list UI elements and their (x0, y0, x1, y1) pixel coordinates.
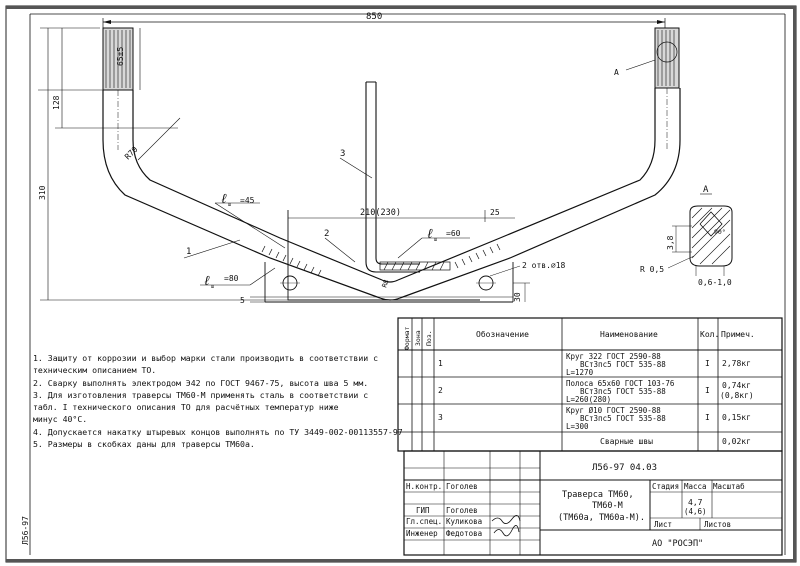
signature-glspec (491, 515, 521, 524)
name-engineer: Федотова (446, 529, 482, 538)
dim-5: 5 (240, 296, 245, 305)
row1-name-top: Круг 322 ГОСТ 2590-88 (566, 352, 661, 361)
name-glspec: Куликова (446, 517, 482, 526)
weld-80-sub: ш (211, 284, 214, 290)
note-line: 2. Сварку выполнять электродом Э42 по ГО… (33, 377, 369, 388)
row4-name: Сварные швы (600, 437, 653, 446)
organization: АО "РОСЭП" (652, 539, 703, 549)
th-designation: Обозначение (476, 329, 529, 339)
title-line3: (ТМ60а, ТМ60а-М). (558, 513, 645, 523)
row2-qty: I (705, 386, 710, 395)
row3-name-len: L=300 (566, 422, 589, 431)
role-nkontr: Н.контр. (406, 482, 442, 491)
sheets-label: Листов (704, 520, 731, 529)
note-line: минус 40°С. (33, 414, 88, 425)
title-line1: Траверса ТМ60, (562, 490, 634, 500)
th-note: Примеч. (721, 330, 755, 339)
side-code: Л56-97 (21, 516, 30, 545)
th-qty: Кол. (700, 330, 719, 339)
row3-note: 0,15кг (722, 413, 751, 422)
holes-label: 2 отв.⌀18 (522, 261, 566, 270)
note-line: 5. Размеры в скобках даны для траверсы Т… (33, 439, 255, 450)
weld-45-sym: ℓ (220, 192, 228, 207)
weld-60-sub: ш (434, 237, 437, 243)
title-line2: ТМ60-М (592, 501, 623, 511)
traverse-drawing: 850 65±5 128 310 R70 (38, 12, 681, 305)
dim-310: 310 (38, 185, 47, 200)
notes-list: 1. Защиту от коррозии и выбор марки стал… (33, 352, 403, 450)
row2-pos: 2 (438, 386, 443, 395)
note-line: 3. Для изготовления траверсы ТМ60-М прим… (33, 389, 369, 400)
row1-name-bot: ВСт3пс5 ГОСТ 535-88 (580, 360, 666, 369)
row3-pos: 3 (438, 413, 443, 422)
pos-3-label: 3 (340, 149, 345, 159)
stage-label: Стадия (652, 482, 679, 491)
note-line: 1. Защиту от коррозии и выбор марки стал… (33, 353, 379, 363)
weld-45-sub: ш (228, 202, 231, 208)
row4-note: 0,02кг (722, 437, 751, 446)
row2-name-top: Полоса 65х60 ГОСТ 103-76 (566, 379, 675, 388)
spec-table: Формат Зона Поз. Обозначение Наименовани… (397, 317, 783, 452)
title-block: Л56-97 04.03 Н.контр. Гоголев ГИП Гоголе… (403, 450, 783, 556)
doc-code: Л56-97 04.03 (592, 463, 657, 473)
dim-65: 65±5 (116, 47, 125, 66)
row2-note2: (0,8кг) (720, 391, 754, 400)
row1-pos: 1 (438, 359, 443, 368)
view-a-marker: A (614, 68, 619, 77)
dim-128: 128 (52, 95, 61, 110)
dim-r8: R8 (380, 279, 390, 289)
row3-name-bot: ВСт3пс5 ГОСТ 535-88 (580, 414, 666, 423)
detail-chamfer: 0,6-1,0 (698, 278, 732, 287)
dim-210: 210(230) (360, 208, 401, 218)
role-engineer: Инженер (406, 529, 438, 538)
signature-engineer (493, 525, 520, 537)
row3-name-top: Круг Ø10 ГОСТ 2590-88 (566, 406, 661, 415)
note-line: табл. I технического описания ТО для рас… (33, 402, 339, 413)
role-glspec: Гл.спец. (406, 517, 442, 526)
detail-radius: R 0,5 (640, 265, 664, 274)
mass-value: 4,7 (688, 498, 703, 507)
row2-name-len: L=260(280) (566, 395, 611, 404)
pos-2-label: 2 (324, 229, 329, 239)
weld-45-val: =45 (240, 196, 255, 205)
th-zone: Зона (414, 330, 422, 346)
mass-label: Масса (684, 482, 707, 491)
dim-30: 30 (513, 292, 522, 302)
note-line: 4. Допускается накатку штыревых концов в… (33, 426, 403, 437)
note-line: техническим описанием ТО. (33, 365, 157, 376)
scale-label: Масштаб (713, 482, 745, 491)
dim-25: 25 (490, 208, 500, 217)
row1-note: 2,78кг (722, 359, 751, 368)
sheet-label: Лист (654, 520, 672, 529)
row3-qty: I (705, 413, 710, 422)
row1-name-len: L=1270 (566, 368, 594, 377)
row2-name-bot: ВСт3пс5 ГОСТ 535-88 (580, 387, 666, 396)
detail-a-title: A (703, 185, 709, 195)
pos-1-label: 1 (186, 247, 191, 257)
role-gip: ГИП (416, 506, 430, 515)
row1-qty: I (705, 359, 710, 368)
row2-note: 0,74кг (722, 381, 751, 390)
weld-60-sym: ℓ (426, 227, 434, 242)
weld-80-sym: ℓ (203, 274, 211, 289)
name-nkontr: Гоголев (446, 482, 478, 491)
detail-a: A 90° 3,8 R 0,5 0,6-1,0 (640, 185, 733, 287)
dim-850: 850 (366, 12, 382, 22)
weld-80-val: =80 (224, 274, 239, 283)
weld-60-val: =60 (446, 229, 461, 238)
th-format: Формат (403, 326, 411, 350)
th-pos: Поз. (425, 330, 433, 346)
detail-height: 3,8 (666, 235, 675, 250)
th-name: Наименование (600, 330, 658, 339)
name-gip: Гоголев (446, 506, 478, 515)
mass-value-2: (4,6) (684, 507, 707, 516)
detail-angle: 90° (714, 228, 726, 236)
